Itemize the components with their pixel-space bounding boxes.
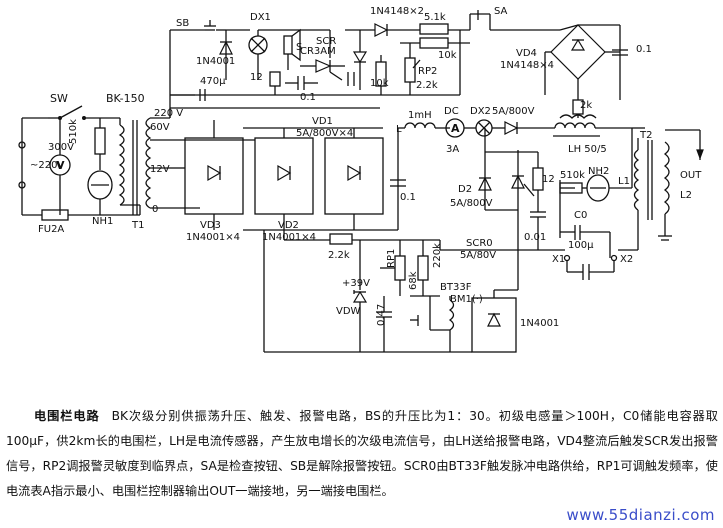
label-voltmeter: V: [56, 159, 65, 172]
label-1n4148x2: 1N4148×2: [370, 6, 424, 17]
label-470u: 470μ: [200, 76, 226, 87]
label-220v: 220 V: [154, 108, 183, 119]
label-vd3-type: 1N4001×4: [186, 232, 240, 243]
label-scr0-type: 5A/80V: [460, 250, 496, 261]
label-c01-bus: 0.1: [400, 192, 416, 203]
label-d2-type: 5A/800V: [450, 198, 493, 209]
label-c0: C0: [574, 210, 587, 221]
label-3a: 3A: [446, 144, 459, 155]
label-sb: SB: [176, 18, 189, 29]
label-vd4-type: 1N4148×4: [500, 60, 554, 71]
label-s: S: [296, 42, 302, 53]
label-cr3am: CR3AM: [300, 46, 336, 57]
circuit-schematic: SB DX1 1N4001 SCR CR3AM S 1N4148×2 5.1k …: [18, 6, 704, 353]
label-100u: 100μ: [568, 240, 594, 251]
label-vd2-type: 1N4001×4: [262, 232, 316, 243]
label-x2: X2: [620, 254, 633, 265]
label-10k-b: 10k: [370, 78, 389, 89]
label-t2: T2: [639, 130, 652, 141]
alarm-circuit: [169, 10, 628, 118]
label-rp1: RP1: [386, 249, 397, 268]
component-labels: SB DX1 1N4001 SCR CR3AM S 1N4148×2 5.1k …: [30, 6, 702, 329]
label-2k: 2k: [580, 100, 592, 111]
label-scr0: SCR0: [466, 238, 493, 249]
label-vd1-type: 5A/800V×4: [296, 128, 353, 139]
label-nh2: NH2: [588, 166, 609, 177]
power-stage: [169, 107, 704, 280]
label-001: 0.01: [524, 232, 546, 243]
label-vd3: VD3: [200, 220, 221, 231]
label-68k: 68k: [408, 271, 419, 290]
label-10k-a: 10k: [438, 50, 457, 61]
label-rp2: RP2: [418, 66, 437, 77]
label-lh: LH 50/5: [568, 144, 607, 155]
label-ac220: ~220V: [30, 160, 64, 171]
label-scr: SCR: [316, 36, 336, 47]
label-vdw: VDW: [336, 306, 361, 317]
label-5k1: 5.1k: [424, 12, 446, 23]
label-12-top: 12: [250, 72, 263, 83]
label-1mh: 1mH: [408, 110, 432, 121]
trigger-circuit: [263, 230, 519, 353]
label-047: 0.47: [376, 304, 387, 326]
label-5a800v: 5A/800V: [492, 106, 535, 117]
label-bk150: BK-150: [106, 92, 145, 105]
caption-title: 电围栏电路: [34, 409, 100, 423]
label-60v: 60V: [150, 122, 170, 133]
label-12v: 12V: [150, 164, 170, 175]
label-l: L: [396, 124, 402, 135]
label-39v: +39V: [342, 278, 370, 289]
label-out: OUT: [680, 170, 702, 181]
label-2k2-bot: 2.2k: [328, 250, 350, 261]
label-sa: SA: [494, 6, 508, 17]
label-12-mid: 12: [542, 174, 555, 185]
transformer-t1: [118, 117, 170, 215]
label-1n4001-bot: 1N4001: [520, 318, 559, 329]
label-c01-top: 0.1: [636, 44, 652, 55]
label-vd1: VD1: [312, 116, 333, 127]
label-ammeter: A: [451, 122, 460, 135]
label-300v: 300V: [48, 142, 74, 153]
label-dx1: DX1: [250, 12, 271, 23]
label-510k-left: 510k: [68, 119, 79, 144]
label-2k2-top: 2.2k: [416, 80, 438, 91]
label-nh1: NH1: [92, 216, 113, 227]
label-fu2a: FU2A: [38, 224, 64, 235]
label-dx2: DX2: [470, 106, 491, 117]
label-0: 0: [152, 204, 158, 215]
mains-input: [18, 105, 141, 221]
label-bt33f: BT33F: [440, 282, 472, 293]
label-l1: L1: [618, 176, 630, 187]
label-c01-mid: 0.1: [300, 92, 316, 103]
label-bm1: BM1(·): [450, 294, 483, 305]
label-dc: DC: [444, 106, 459, 117]
label-d2: D2: [458, 184, 472, 195]
label-t1: T1: [131, 220, 144, 231]
watermark: www.55dianzi.com: [566, 506, 715, 524]
label-vd2: VD2: [278, 220, 299, 231]
label-x1: X1: [552, 254, 565, 265]
label-sw: SW: [50, 92, 68, 105]
label-vd4: VD4: [516, 48, 537, 59]
caption-body: BK次级分别供振荡升压、触发、报警电路，BS的升压比为1：30。初级电感量＞10…: [6, 409, 718, 498]
label-220k: 220k: [432, 243, 443, 268]
label-l2: L2: [680, 190, 692, 201]
label-1n4001-top: 1N4001: [196, 56, 235, 67]
label-510k-right: 510k: [560, 170, 585, 181]
